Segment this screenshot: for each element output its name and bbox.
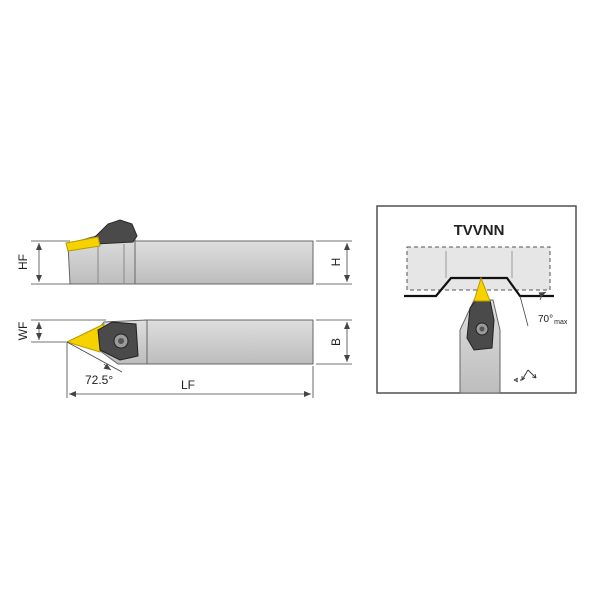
angle-arc (103, 363, 112, 371)
top-shank (144, 319, 314, 365)
detail-insert (473, 276, 491, 302)
detail-title: TVVNN (454, 222, 505, 239)
workpiece-outline (406, 246, 551, 291)
top-view: WF B 72.5° LF (16, 319, 352, 398)
h-label: H (329, 258, 343, 267)
hf-label: HF (16, 254, 30, 270)
wf-label: WF (16, 322, 30, 341)
side-shank (127, 240, 314, 285)
feed-direction-icon (513, 369, 537, 383)
detail-angle-label: 70°max (538, 314, 568, 326)
detail-angle-arc (538, 291, 547, 301)
angle-label: 72.5° (85, 373, 113, 387)
side-clamp (93, 219, 138, 245)
side-view: HF H (16, 219, 352, 285)
workpiece-profile (404, 276, 554, 298)
lf-label: LF (181, 378, 195, 392)
b-label: B (329, 338, 343, 346)
detail-panel: TVVNN 70°max (376, 205, 577, 394)
side-insert (65, 236, 101, 252)
